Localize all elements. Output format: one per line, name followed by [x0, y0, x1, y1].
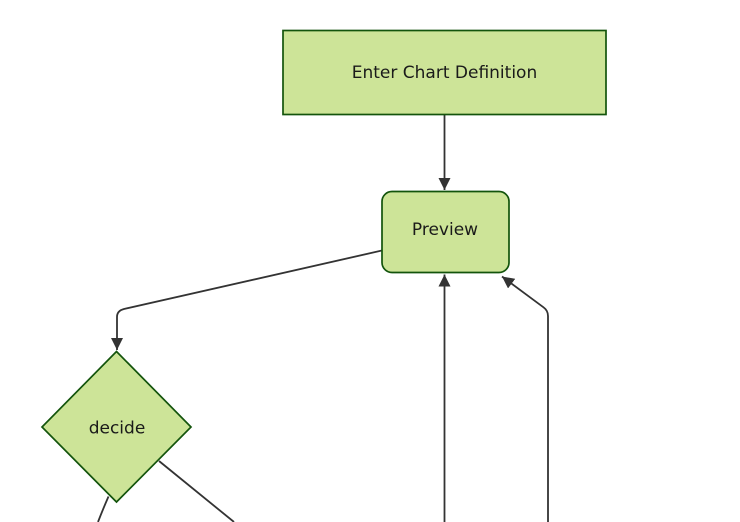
edge-decide-to-offscreen-bottom-right — [158, 460, 235, 522]
edge-offscreen-bottom-right-to-preview — [501, 275, 549, 522]
node-preview: Preview — [381, 190, 510, 274]
node-enter-chart-definition: Enter Chart Definition — [282, 29, 607, 116]
node-decide-shape — [40, 350, 193, 504]
node-enter-chart-definition-label: Enter Chart Definition — [352, 63, 537, 83]
node-preview-shape — [381, 190, 510, 274]
node-decide: decide — [40, 350, 193, 504]
edge-decide-to-offscreen-bottom-left — [97, 496, 110, 522]
node-preview-label: Preview — [412, 220, 478, 240]
edge-preview-to-decide — [111, 249, 383, 350]
node-enter-chart-definition-shape — [282, 29, 607, 116]
node-decide-label: decide — [89, 419, 146, 439]
